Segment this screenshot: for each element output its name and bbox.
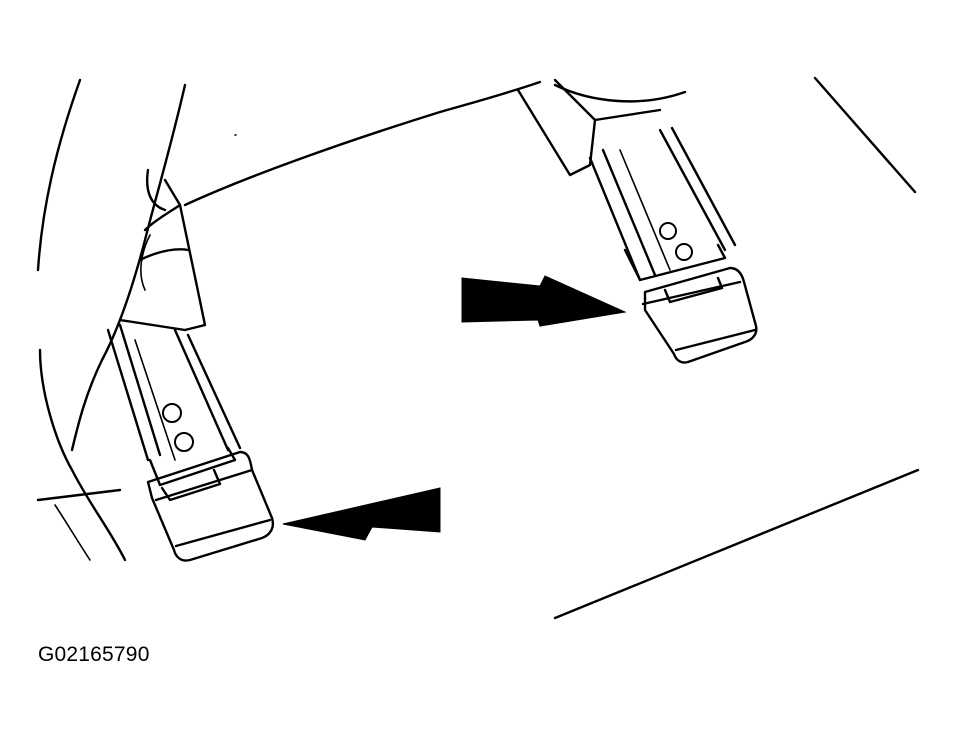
figure-id-label: G02165790 xyxy=(38,643,150,666)
left-holder-hole-lower xyxy=(174,432,194,452)
left-brush-holder xyxy=(106,323,242,487)
right-bracket xyxy=(516,78,662,177)
right-brush-shoe xyxy=(641,266,758,364)
right-brush-holder xyxy=(588,126,737,282)
right-holder-hole-lower xyxy=(675,243,693,261)
arrow-to-left-shoe xyxy=(282,487,441,541)
arrow-to-right-shoe xyxy=(461,275,627,327)
left-brush-shoe xyxy=(146,450,275,562)
right-holder-hole-upper xyxy=(659,222,677,240)
left-bracket xyxy=(118,178,207,332)
left-holder-hole-upper xyxy=(162,403,182,423)
housing-outline xyxy=(36,76,920,620)
